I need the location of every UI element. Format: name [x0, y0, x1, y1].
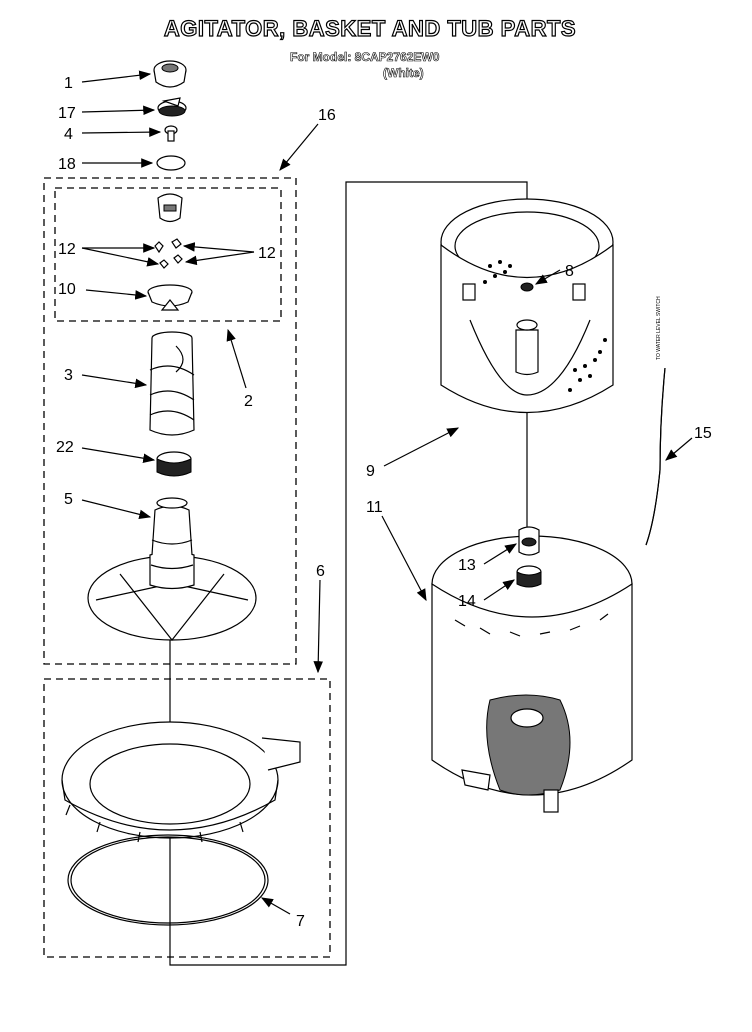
- callout-17: 17: [58, 105, 76, 122]
- callout-18: 18: [58, 156, 76, 173]
- callout-7: 7: [296, 913, 305, 930]
- callout-13: 13: [458, 557, 476, 574]
- tub-bearing-part: [516, 565, 542, 588]
- callout-1: 1: [64, 75, 73, 92]
- model-line: For Model: 8CAP2762EW0: [290, 50, 440, 65]
- callout-22: 22: [56, 439, 74, 456]
- callout-11: 11: [366, 499, 383, 516]
- callout-16: 16: [318, 107, 336, 124]
- dog-ring-part: [147, 284, 193, 311]
- callout-15: 15: [694, 425, 712, 442]
- callout-6: 6: [316, 563, 325, 580]
- callout-12-right: 12: [258, 245, 276, 262]
- callout-2: 2: [244, 393, 253, 410]
- agitator-auger-part: [149, 331, 195, 436]
- callout-5: 5: [64, 491, 73, 508]
- o-ring-part: [156, 155, 186, 171]
- callout-10: 10: [58, 281, 76, 298]
- cap-seal-part: [157, 97, 187, 117]
- callout-9: 9: [366, 463, 375, 480]
- agitator-dogs-part: [154, 238, 183, 269]
- color-note: (White): [383, 66, 424, 81]
- snap-ring-part: [67, 834, 269, 926]
- bolt-part: [164, 125, 178, 142]
- leader-lines: [81, 70, 693, 915]
- cam-kit-box: [54, 187, 282, 322]
- callout-3: 3: [64, 367, 73, 384]
- tub-ring-part: [61, 721, 301, 843]
- agitator-base-part: [87, 497, 257, 641]
- bearing-part: [156, 451, 192, 477]
- callout-4: 4: [64, 126, 73, 143]
- agitator-cap-part: [153, 60, 187, 88]
- diagram-title: AGITATOR, BASKET AND TUB PARTS: [163, 15, 577, 41]
- water-level-switch-note: TO WATER LEVEL SWITCH: [656, 296, 662, 360]
- basket-part: [440, 198, 614, 414]
- pressure-hose-part: [645, 367, 666, 546]
- hub-seal-part: [518, 526, 540, 556]
- callout-8: 8: [565, 263, 574, 280]
- callout-12-left: 12: [58, 241, 76, 258]
- tub-ring-box: [43, 678, 331, 958]
- callout-14: 14: [458, 593, 476, 610]
- outer-tub-part: [431, 535, 633, 813]
- agitator-cam-part: [157, 193, 183, 223]
